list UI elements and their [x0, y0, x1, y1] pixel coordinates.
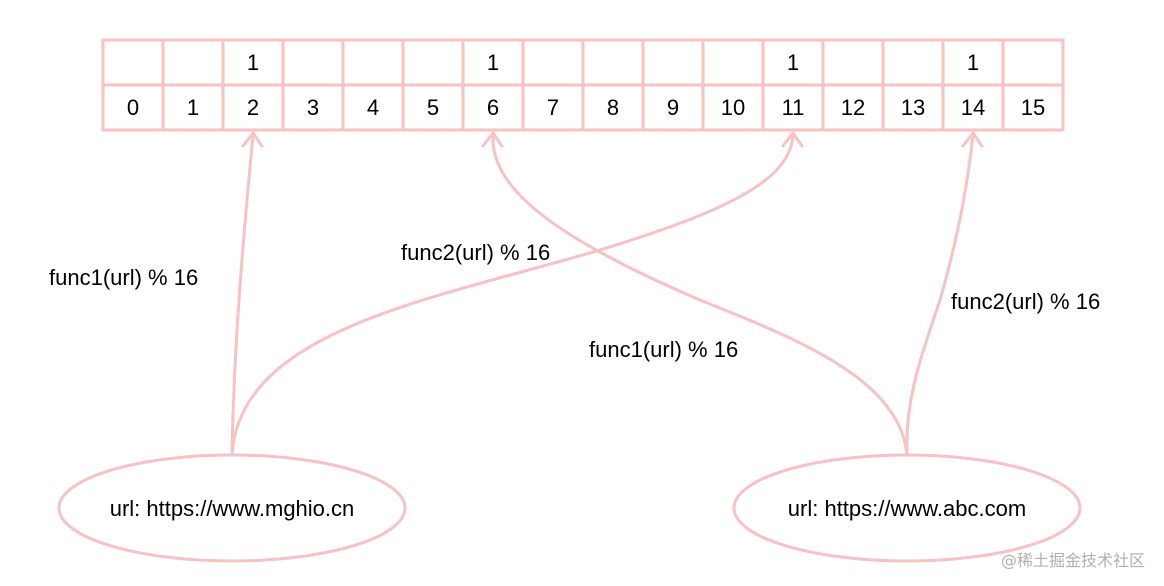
index-cell: [461, 83, 525, 132]
bit-cell: [341, 38, 405, 87]
index-label: 15: [1021, 95, 1045, 120]
edge-left-to-11: [230, 133, 795, 457]
bit-value: 1: [247, 50, 259, 75]
bit-cell: [701, 38, 765, 87]
bit-value: 1: [487, 50, 499, 75]
hash-connectors: [230, 133, 975, 457]
index-label: 12: [841, 95, 865, 120]
bit-cell: [581, 38, 645, 87]
index-cell: [521, 83, 585, 132]
index-label: 4: [367, 95, 379, 120]
index-label: 9: [667, 95, 679, 120]
bit-cell: [101, 38, 165, 87]
edge-right-to-14: [905, 133, 975, 457]
bit-cell: [461, 38, 525, 87]
arrow-head-2: [241, 131, 264, 148]
url-node-mghio: url: https://www.mghio.cn: [57, 453, 407, 563]
arrow-head-14: [961, 131, 984, 148]
index-label: 3: [307, 95, 319, 120]
bit-cell: [641, 38, 705, 87]
url-node-abc: url: https://www.abc.com: [732, 453, 1082, 563]
index-label: 10: [721, 95, 745, 120]
edge-right-to-6: [491, 133, 909, 457]
edge-label-right-func2: func2(url) % 16: [951, 289, 1100, 314]
index-label: 1: [187, 95, 199, 120]
edge-label-right-func1: func1(url) % 16: [589, 337, 738, 362]
index-cell: [161, 83, 225, 132]
index-label: 6: [487, 95, 499, 120]
bit-cell: [821, 38, 885, 87]
index-cell: [881, 83, 945, 132]
index-cell: [641, 83, 705, 132]
index-cell: [1001, 83, 1065, 132]
bit-cell: [401, 38, 465, 87]
index-label: 5: [427, 95, 439, 120]
url-node-ellipse: [732, 453, 1082, 563]
arrow-head-11: [781, 131, 804, 148]
index-label: 14: [961, 95, 985, 120]
index-label: 0: [127, 95, 139, 120]
index-label: 11: [782, 95, 805, 120]
index-label: 13: [901, 95, 925, 120]
edge-labels: func1(url) % 16 func2(url) % 16 func1(ur…: [49, 240, 1100, 362]
url-node-label: url: https://www.abc.com: [788, 496, 1026, 521]
index-cell: [401, 83, 465, 132]
bit-cell: [161, 38, 225, 87]
bit-cell: [881, 38, 945, 87]
index-label: 7: [547, 95, 559, 120]
bit-cell: [1001, 38, 1065, 87]
index-cell: [941, 83, 1005, 132]
edge-label-left-func1: func1(url) % 16: [49, 265, 198, 290]
bit-value: 1: [967, 50, 979, 75]
index-label: 2: [247, 95, 259, 120]
edge-left-to-2: [230, 133, 255, 457]
index-cell: [821, 83, 885, 132]
arrow-heads: [241, 131, 984, 148]
url-node-ellipse: [57, 453, 407, 563]
bit-cell: [521, 38, 585, 87]
bit-value: 1: [787, 50, 799, 75]
arrow-head-6: [481, 131, 504, 148]
index-cell: [281, 83, 345, 132]
index-label: 8: [607, 95, 619, 120]
url-node-label: url: https://www.mghio.cn: [110, 496, 355, 521]
edge-label-left-func2: func2(url) % 16: [401, 240, 550, 265]
index-cell: [101, 83, 165, 132]
watermark: @稀土掘金技术社区: [1001, 551, 1145, 570]
bit-cell: [281, 38, 345, 87]
